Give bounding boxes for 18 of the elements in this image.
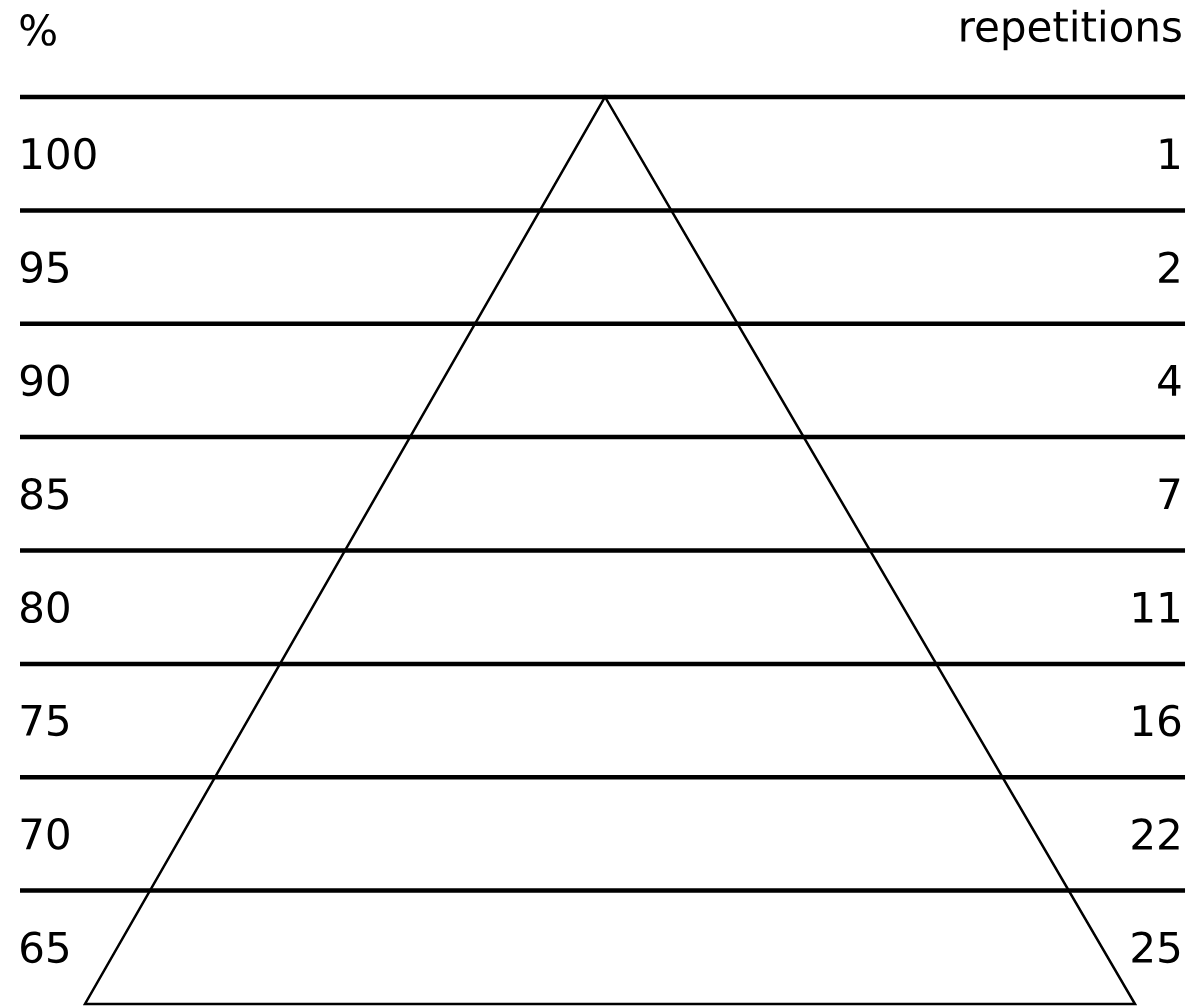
percentage-label: 65 [21,931,68,964]
repetition-count: 1 [1160,138,1179,169]
repetition-count: 22 [1132,818,1179,850]
percentage-label: 75 [21,705,68,737]
repetition-count: 16 [1134,704,1181,737]
column-header: repetitions [961,9,1181,51]
column-header: % [20,14,56,46]
repetition-count: 7 [1159,478,1180,510]
repetition-count: 25 [1132,931,1180,964]
repetition-count: 11 [1134,591,1179,623]
repetition-count: 2 [1159,251,1179,283]
repetition-count: 4 [1158,365,1181,396]
percentage-label: 95 [20,251,68,283]
percentage-label: 80 [21,591,69,624]
percentage-label: 85 [21,477,68,510]
percentage-label: 70 [21,818,69,850]
percentage-label: 90 [20,364,69,397]
percentage-label: 100 [22,137,96,170]
